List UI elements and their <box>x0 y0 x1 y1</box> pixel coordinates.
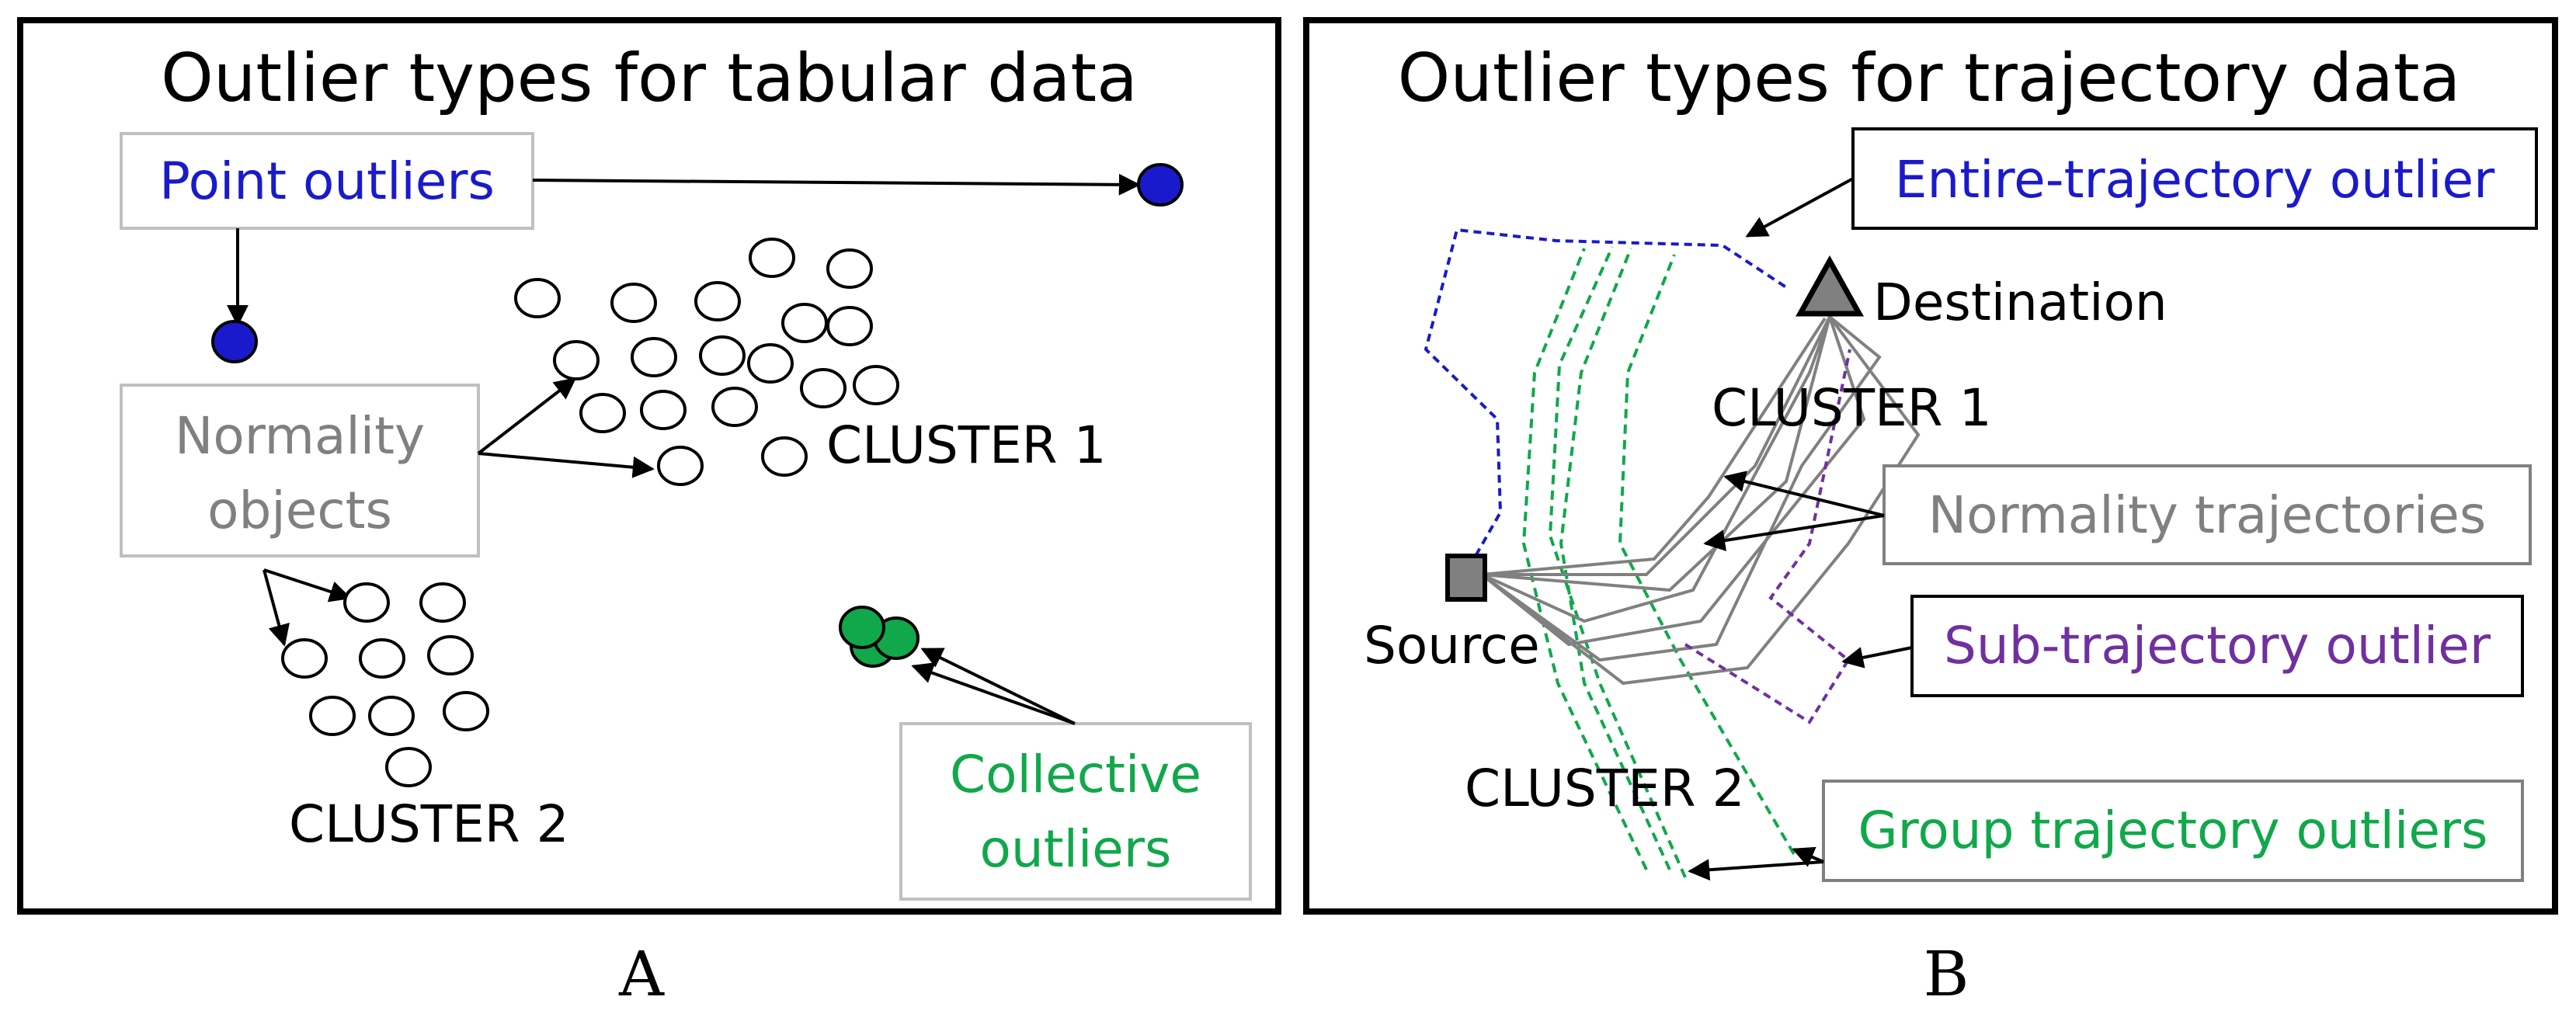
arrow-normality-traj-a <box>1723 471 1885 517</box>
normality-objects-label-2: objects <box>207 481 392 540</box>
cluster-point <box>699 335 746 376</box>
group-trajectory-path <box>1521 248 1648 870</box>
cluster-point <box>749 238 795 278</box>
cluster-1-label: CLUSTER 1 <box>826 415 1107 475</box>
entire-trajectory-box <box>1851 127 2538 230</box>
cluster-point <box>579 393 626 433</box>
cluster-point <box>427 635 474 675</box>
cluster-point <box>359 638 405 679</box>
point-outlier-dot <box>1137 163 1184 207</box>
point-outlier-dot <box>211 320 258 363</box>
normality-objects-box <box>120 384 480 557</box>
sub-trajectory-path <box>1684 349 1851 724</box>
normality-trajectory-path <box>1480 316 1866 647</box>
cluster-point <box>781 303 828 343</box>
cluster-point <box>657 446 704 486</box>
normality-trajectories-label: Normality trajectories <box>1928 485 2486 545</box>
cluster-point <box>761 436 808 477</box>
cluster-point <box>343 582 390 623</box>
group-trajectory-label: Group trajectory outliers <box>1858 800 2488 860</box>
trajectory-cluster-1-label: CLUSTER 1 <box>1712 378 1992 438</box>
cluster-point <box>711 387 758 427</box>
collective-outliers-label-2: outliers <box>980 819 1172 879</box>
group-trajectory-path <box>1559 248 1671 870</box>
collective-outliers-box <box>899 722 1252 901</box>
normality-trajectory-path <box>1480 315 1921 686</box>
arrow-normality-cluster1-a <box>477 377 577 455</box>
cluster-point <box>419 582 466 623</box>
source-marker <box>1445 554 1487 602</box>
arrow-entire <box>1745 177 1854 238</box>
cluster-point <box>826 306 873 346</box>
entire-trajectory-path <box>1424 227 1788 568</box>
arrow-group-b <box>1792 846 1824 867</box>
panel-a-frame <box>17 17 1281 915</box>
cluster-point <box>309 696 356 736</box>
cluster-point <box>443 691 489 731</box>
cluster-point <box>853 365 899 405</box>
cluster-point <box>514 278 561 318</box>
caption-a: A <box>618 938 665 1010</box>
point-outliers-label: Point outliers <box>159 151 495 211</box>
normality-trajectory-paths <box>1480 315 1921 686</box>
cluster-2-points <box>281 582 489 787</box>
cluster-1-points <box>514 238 899 486</box>
group-trajectory-paths <box>1521 246 1796 878</box>
entire-trajectory-label: Entire-trajectory outlier <box>1895 150 2495 210</box>
caption-b: B <box>1924 938 1969 1010</box>
cluster-point <box>281 638 328 679</box>
arrow-normality-cluster2-b <box>262 569 290 647</box>
arrow-collective-b <box>911 662 1076 725</box>
panel-a: Outlier types for tabular data Point out… <box>17 17 1281 915</box>
panel-b-frame <box>1303 17 2558 915</box>
normality-trajectory-path <box>1481 316 1831 592</box>
sub-trajectory-label: Sub-trajectory outlier <box>1944 616 2491 675</box>
cluster-point <box>747 343 794 384</box>
arrow-point-right <box>532 173 1141 196</box>
cluster-point <box>640 390 687 430</box>
normality-trajectory-path <box>1481 316 1831 623</box>
normality-trajectory-path <box>1482 316 1831 576</box>
panel-b-title: Outlier types for trajectory data <box>1398 40 2461 117</box>
arrow-group-a <box>1688 859 1824 881</box>
normality-trajectories-box <box>1882 464 2532 565</box>
trajectory-cluster-2-label: CLUSTER 2 <box>1465 759 1745 818</box>
collective-outliers-label-1: Collective <box>950 745 1201 804</box>
arrow-normality-cluster2-a <box>263 568 352 603</box>
arrow-normality-cluster1-b <box>478 452 655 478</box>
normality-trajectory-path <box>1481 317 1827 576</box>
cluster-point <box>826 248 873 289</box>
destination-label: Destination <box>1873 273 2168 332</box>
cluster-point <box>610 283 657 323</box>
panel-b: Outlier types for trajectory data Entire… <box>1303 17 2558 915</box>
collective-outlier-points <box>839 606 920 668</box>
normality-objects-label-1: Normality <box>175 406 425 466</box>
destination-marker <box>1796 255 1864 317</box>
sub-trajectory-box <box>1910 595 2524 697</box>
cluster-point <box>694 281 741 321</box>
group-trajectory-box <box>1822 780 2524 882</box>
cluster-point <box>800 368 846 408</box>
cluster-point <box>553 340 600 380</box>
cluster-point <box>368 696 415 736</box>
point-outliers-box <box>120 132 534 230</box>
cluster-point <box>385 747 432 787</box>
source-label: Source <box>1364 616 1540 675</box>
collective-point <box>839 606 885 649</box>
panel-a-title: Outlier types for tabular data <box>161 40 1138 117</box>
group-trajectory-path <box>1548 246 1687 878</box>
arrow-collective-a <box>920 648 1076 725</box>
cluster-point <box>631 337 677 377</box>
cluster-2-label: CLUSTER 2 <box>289 794 569 854</box>
normality-trajectory-path <box>1480 315 1882 662</box>
arrow-normality-traj-b <box>1703 514 1885 551</box>
arrow-sub-trajectory <box>1841 646 1913 669</box>
